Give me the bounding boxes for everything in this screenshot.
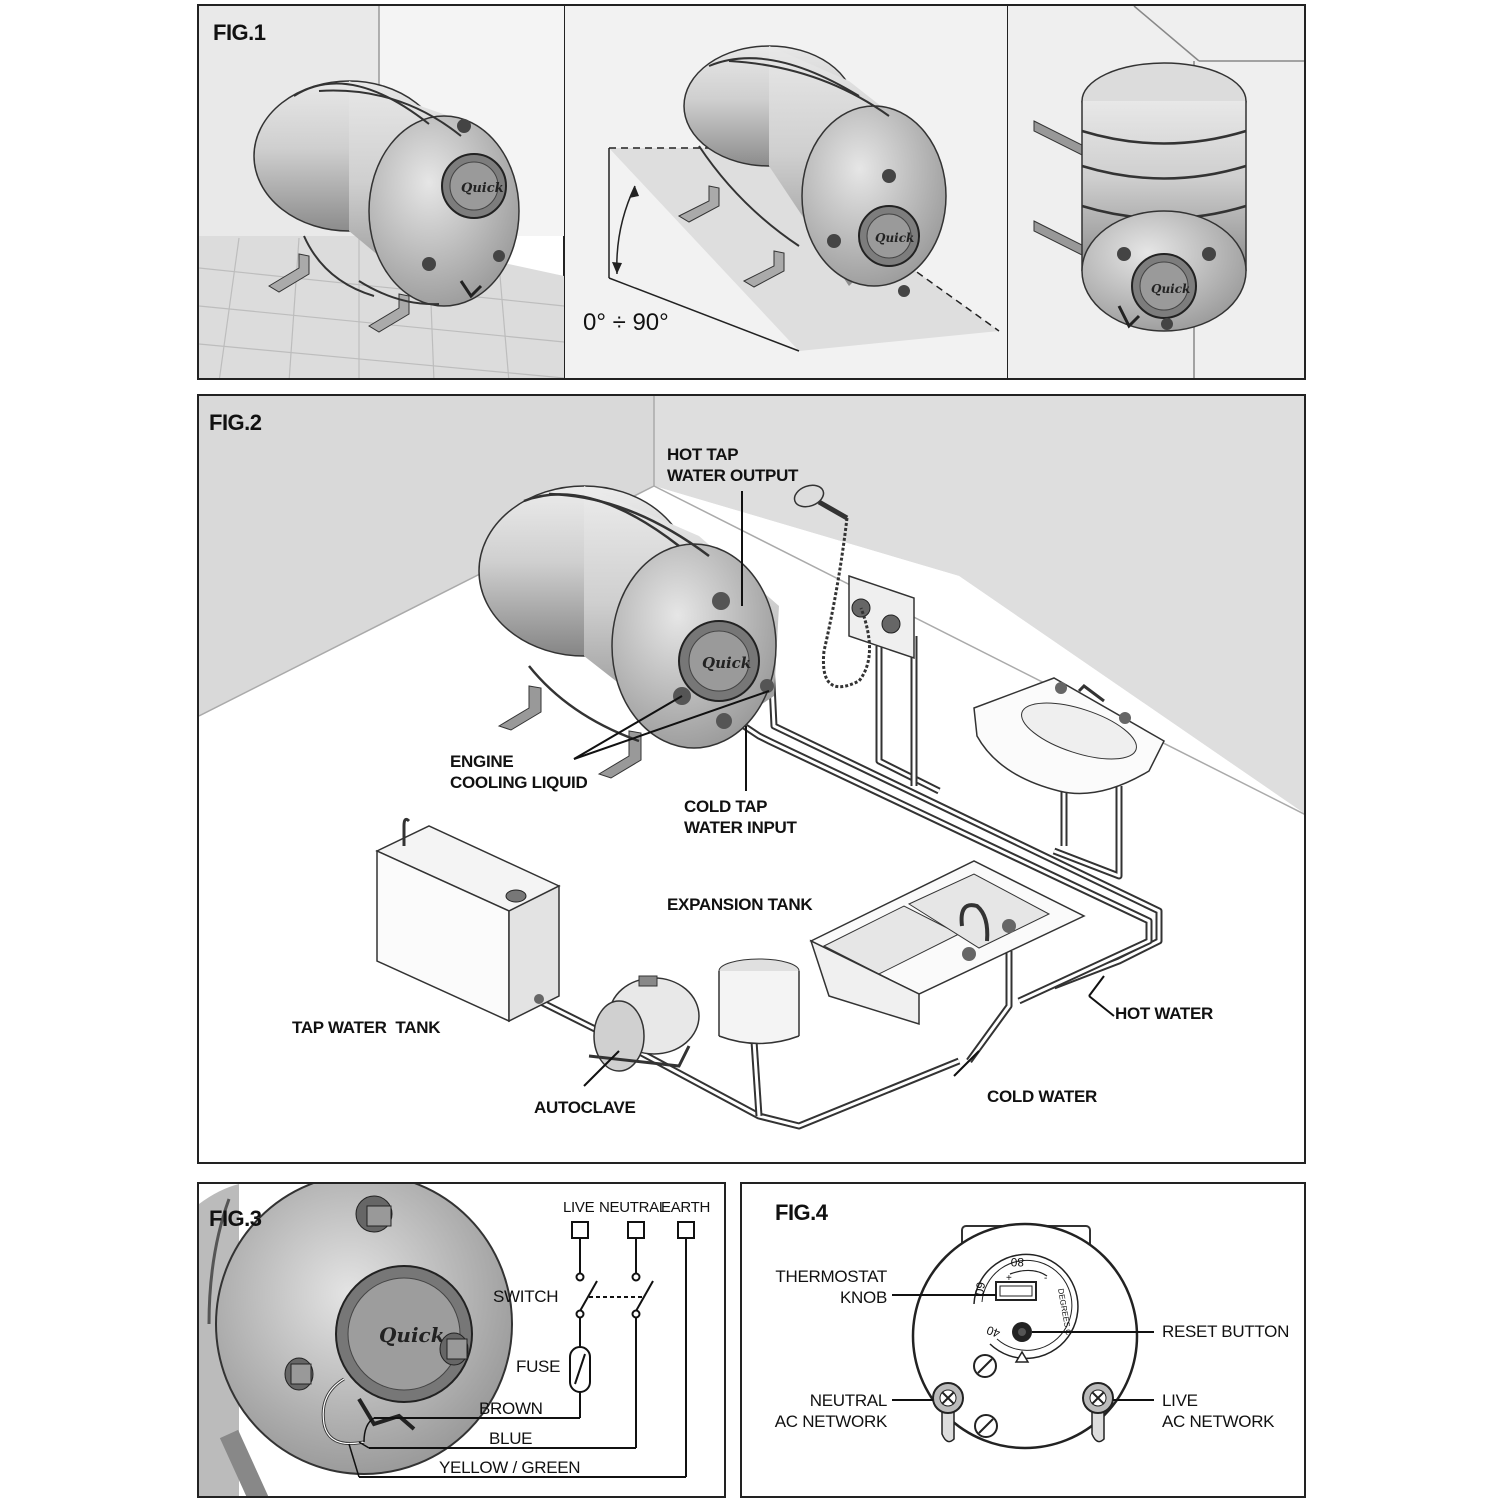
fig1-tank-horizontal: Quick <box>253 80 520 333</box>
tap-water-tank-label: TAP WATER TANK <box>292 1018 441 1037</box>
fig4-leader-lines <box>892 1294 1154 1401</box>
hot-water-label: HOT WATER <box>1115 1004 1214 1023</box>
cold-water-label: COLD WATER <box>987 1087 1098 1106</box>
reset-button-label: RESET BUTTON <box>1162 1322 1290 1341</box>
fig2-tap-water-tank <box>375 817 561 1023</box>
fig3-illustration: Quick <box>199 1184 695 1496</box>
expansion-tank-label: EXPANSION TANK <box>667 895 813 914</box>
dial-80: 80 <box>1010 1255 1024 1269</box>
fig1-title: FIG.1 <box>213 20 266 45</box>
fig4-panel: 80 60 40 DEGREES C + - <box>740 1182 1306 1498</box>
fig1-tank-tilted: Quick <box>677 45 947 297</box>
thermostat-knob-label: THERMOSTAT KNOB <box>775 1267 887 1307</box>
fig1-illustration: Quick <box>199 6 1304 378</box>
neutral-terminal-label: NEUTRAL <box>599 1199 667 1216</box>
fig2-panel: Quick <box>197 394 1306 1164</box>
fig4-thermostat-assembly: 80 60 40 DEGREES C + - <box>911 1222 1139 1450</box>
fig2-illustration: Quick <box>199 396 1304 1162</box>
yellow-green-wire-label: YELLOW / GREEN <box>439 1458 581 1477</box>
fig2-autoclave <box>588 975 700 1072</box>
dial-40: 40 <box>984 1323 1002 1341</box>
fig4-title: FIG.4 <box>775 1200 828 1225</box>
fig3-title: FIG.3 <box>209 1206 262 1231</box>
switch-label: SWITCH <box>493 1287 559 1306</box>
live-terminal-label: LIVE <box>563 1199 595 1216</box>
blue-wire-label: BLUE <box>489 1429 533 1448</box>
live-terminal <box>1082 1382 1114 1443</box>
engine-cooling-label: ENGINE COOLING LIQUID <box>450 752 588 792</box>
neutral-terminal <box>932 1382 964 1443</box>
fig1-angle-label: 0° ÷ 90° <box>583 309 669 336</box>
fig1-tank-vertical: Quick <box>1033 62 1247 332</box>
earth-terminal-label: EARTH <box>661 1199 711 1216</box>
fig4-illustration: 80 60 40 DEGREES C + - <box>892 1222 1154 1450</box>
fig2-double-sink <box>809 860 1086 1026</box>
fig2-pipes <box>537 597 1163 1130</box>
cold-tap-label: COLD TAP WATER INPUT <box>684 797 797 837</box>
svg-text:+: + <box>1006 1273 1012 1284</box>
fig1-brand-logo: Quick <box>461 181 504 196</box>
svg-text:Quick: Quick <box>1151 282 1190 296</box>
svg-text:-: - <box>1044 1273 1047 1284</box>
neutral-ac-label: NEUTRAL AC NETWORK <box>774 1391 888 1431</box>
fig3-wiring <box>348 1221 695 1478</box>
fig2-brand-logo: Quick <box>702 654 751 672</box>
fig2-expansion-tank <box>718 958 800 1045</box>
fig2-washbasin <box>973 677 1165 795</box>
fig2-title: FIG.2 <box>209 410 262 435</box>
fig3-heater-end: Quick <box>199 1184 513 1496</box>
fig2-leader-lines <box>573 491 1115 1087</box>
fig2-water-heater: Quick <box>478 485 779 779</box>
hot-tap-label: HOT TAP WATER OUTPUT <box>667 445 799 485</box>
svg-text:Quick: Quick <box>875 231 914 245</box>
autoclave-label: AUTOCLAVE <box>534 1098 636 1117</box>
brown-wire-label: BROWN <box>479 1399 543 1418</box>
fig1-panel: Quick <box>197 4 1306 380</box>
fig3-panel: Quick <box>197 1182 726 1498</box>
live-ac-label: LIVE AC NETWORK <box>1162 1391 1275 1431</box>
fig2-shower <box>793 484 915 689</box>
dial-60: 60 <box>972 1281 988 1297</box>
fuse-label: FUSE <box>516 1357 561 1376</box>
fig3-brand-logo: Quick <box>379 1323 445 1347</box>
